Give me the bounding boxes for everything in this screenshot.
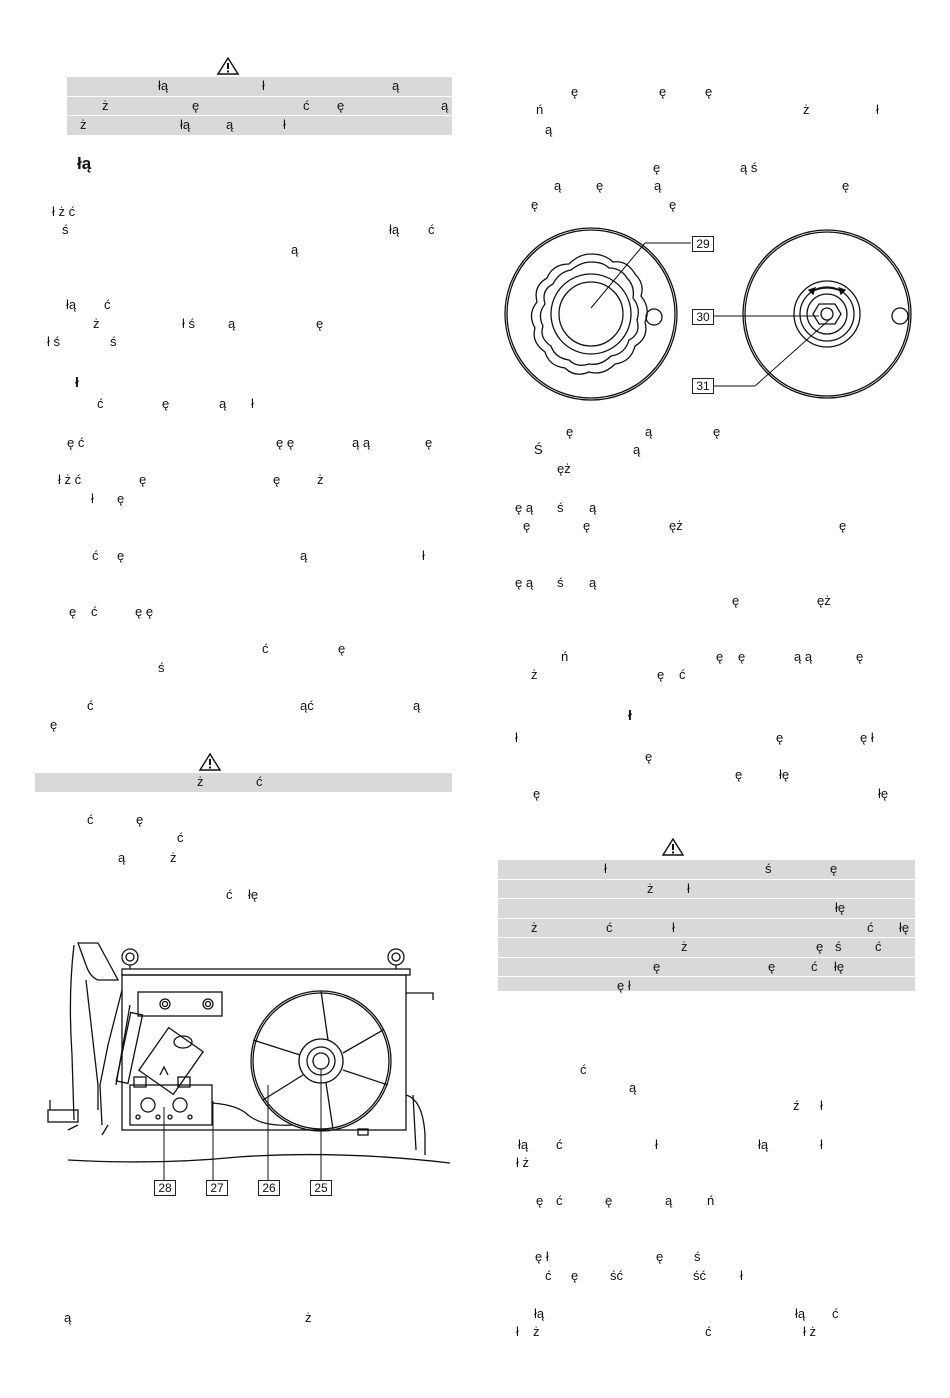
figure-label-31: 31 [692, 378, 714, 394]
subheading-2: ł [628, 707, 632, 723]
section-heading: łą [77, 154, 92, 173]
warning-triangle-icon [199, 753, 221, 771]
figure-label-27: 27 [206, 1180, 228, 1196]
figure-label-25: 25 [310, 1180, 332, 1196]
figure-label-29: 29 [692, 236, 714, 252]
figure-label-26: 26 [258, 1180, 280, 1196]
figure-label-30: 30 [692, 309, 714, 325]
subheading-1: ł [75, 374, 79, 390]
figure-label-28: 28 [154, 1180, 176, 1196]
reel-detail-figure [504, 227, 912, 401]
warning-triangle-icon [217, 57, 239, 75]
machine-interior-figure [47, 942, 450, 1183]
warning-triangle-icon [662, 838, 684, 856]
